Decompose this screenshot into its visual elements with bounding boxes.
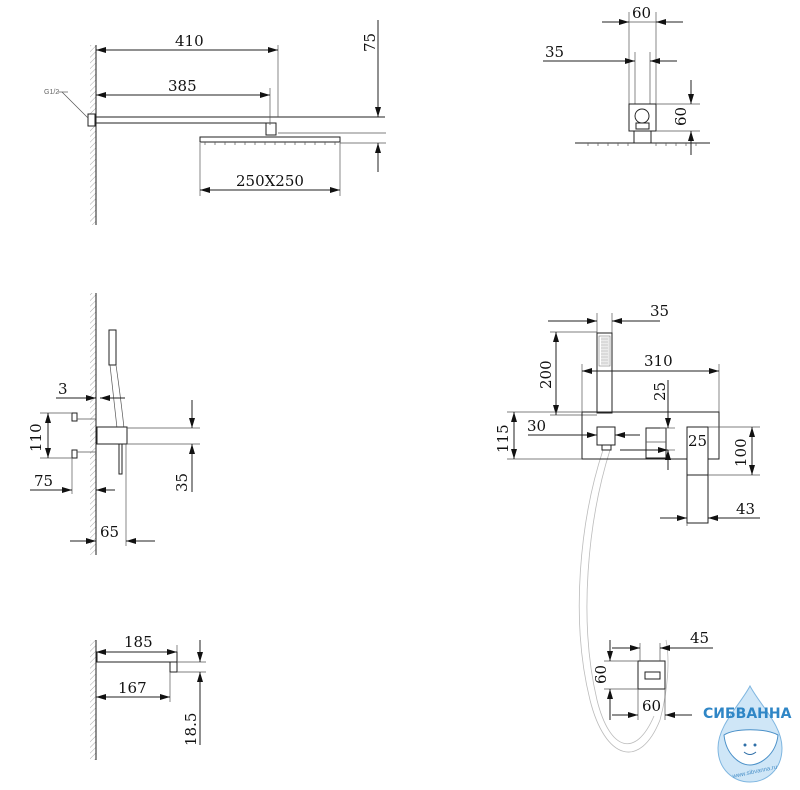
dim-hand-shower-length: 200 <box>537 360 555 389</box>
dim-plate-height: 115 <box>494 424 512 453</box>
dim-connector-height: 60 <box>592 665 610 684</box>
hand-shower-hose <box>109 364 125 429</box>
ball-joint <box>634 108 650 124</box>
logo-name: СИБВАННА <box>703 706 792 722</box>
dim-connector-width: 60 <box>642 697 661 715</box>
dim-connector-depth: 45 <box>690 629 709 647</box>
overhead-shower-front-view: 60 35 60 <box>543 4 710 155</box>
dim-connector-width: 60 <box>632 4 651 22</box>
dim-projection: 65 <box>100 523 119 541</box>
hose-connector-view: 45 60 60 <box>592 629 713 720</box>
shower-hose <box>578 449 661 753</box>
dim-connector-height: 60 <box>672 107 690 126</box>
hose-outlet <box>644 671 661 680</box>
overhead-shower-side-view: G1/2 410 385 75 250X250 <box>44 20 386 225</box>
dim-head-size: 250X250 <box>236 172 304 190</box>
dim-arm-length: 410 <box>175 32 204 50</box>
spout-side-view: 185 167 18.5 <box>90 633 206 760</box>
wall-hatch <box>90 45 96 225</box>
dim-pipe-height: 35 <box>173 473 191 492</box>
spout <box>96 651 178 663</box>
wall-flange <box>87 113 96 127</box>
dim-vertical-offset: 25 <box>651 382 669 401</box>
hand-shower <box>108 329 117 366</box>
nozzles <box>204 142 336 145</box>
dim-spout-height: 18.5 <box>182 713 200 746</box>
ball-joint <box>265 122 277 136</box>
sibvanna-logo: СИБВАННА www.sibvanna.ru <box>703 684 792 783</box>
dim-spout-reach: 167 <box>118 679 147 697</box>
dim-cover-gap: 3 <box>58 380 68 398</box>
dim-hand-shower-width: 35 <box>650 302 669 320</box>
mixer-body <box>96 426 128 445</box>
shower-holder <box>596 426 616 446</box>
mixer-front-view: 35 200 310 115 30 25 25 100 <box>494 302 760 753</box>
dim-holder-width: 30 <box>527 417 546 435</box>
dim-arm-reach: 385 <box>168 77 197 95</box>
bathtub-icon <box>723 729 779 766</box>
dim-body-height: 110 <box>27 423 45 452</box>
mixer-lever <box>118 443 123 475</box>
shower-head-plate <box>199 136 341 143</box>
mixer-handle-lower <box>686 474 709 524</box>
diverter <box>645 427 667 459</box>
dim-ball-width: 35 <box>545 43 564 61</box>
dim-plate-width: 310 <box>644 352 673 370</box>
dim-handle-width: 25 <box>688 432 707 450</box>
dim-handle-height: 100 <box>732 438 750 467</box>
dim-spout-length: 185 <box>124 633 153 651</box>
thread-leader <box>61 91 89 119</box>
dim-body-depth: 75 <box>34 472 53 490</box>
dim-handle-depth: 43 <box>736 500 755 518</box>
nozzles <box>587 143 697 146</box>
dim-height: 75 <box>361 33 379 52</box>
mixer-side-view: 110 3 75 35 65 <box>27 293 200 555</box>
spout-tip <box>169 661 178 673</box>
thread-label: G1/2 <box>44 89 59 96</box>
